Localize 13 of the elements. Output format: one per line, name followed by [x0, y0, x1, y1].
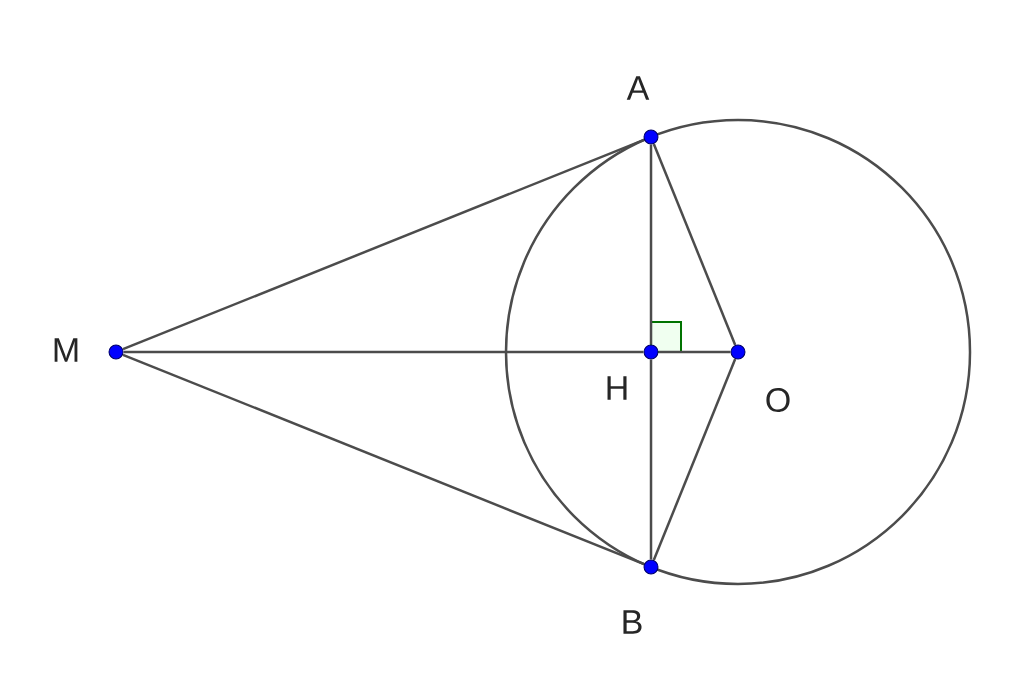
line-segment [123, 350, 644, 354]
line-segment [658, 350, 731, 354]
line-segment [649, 144, 653, 345]
point-label: M [54, 338, 78, 362]
point-label: B [623, 610, 642, 634]
point-label: O [766, 387, 790, 413]
point-label: A [626, 76, 650, 100]
line-segment [652, 358, 737, 561]
line-segment [652, 143, 737, 346]
line-segment [122, 138, 645, 351]
line-segment [122, 353, 645, 566]
line-segment [649, 359, 653, 560]
point-label: H [607, 376, 627, 400]
